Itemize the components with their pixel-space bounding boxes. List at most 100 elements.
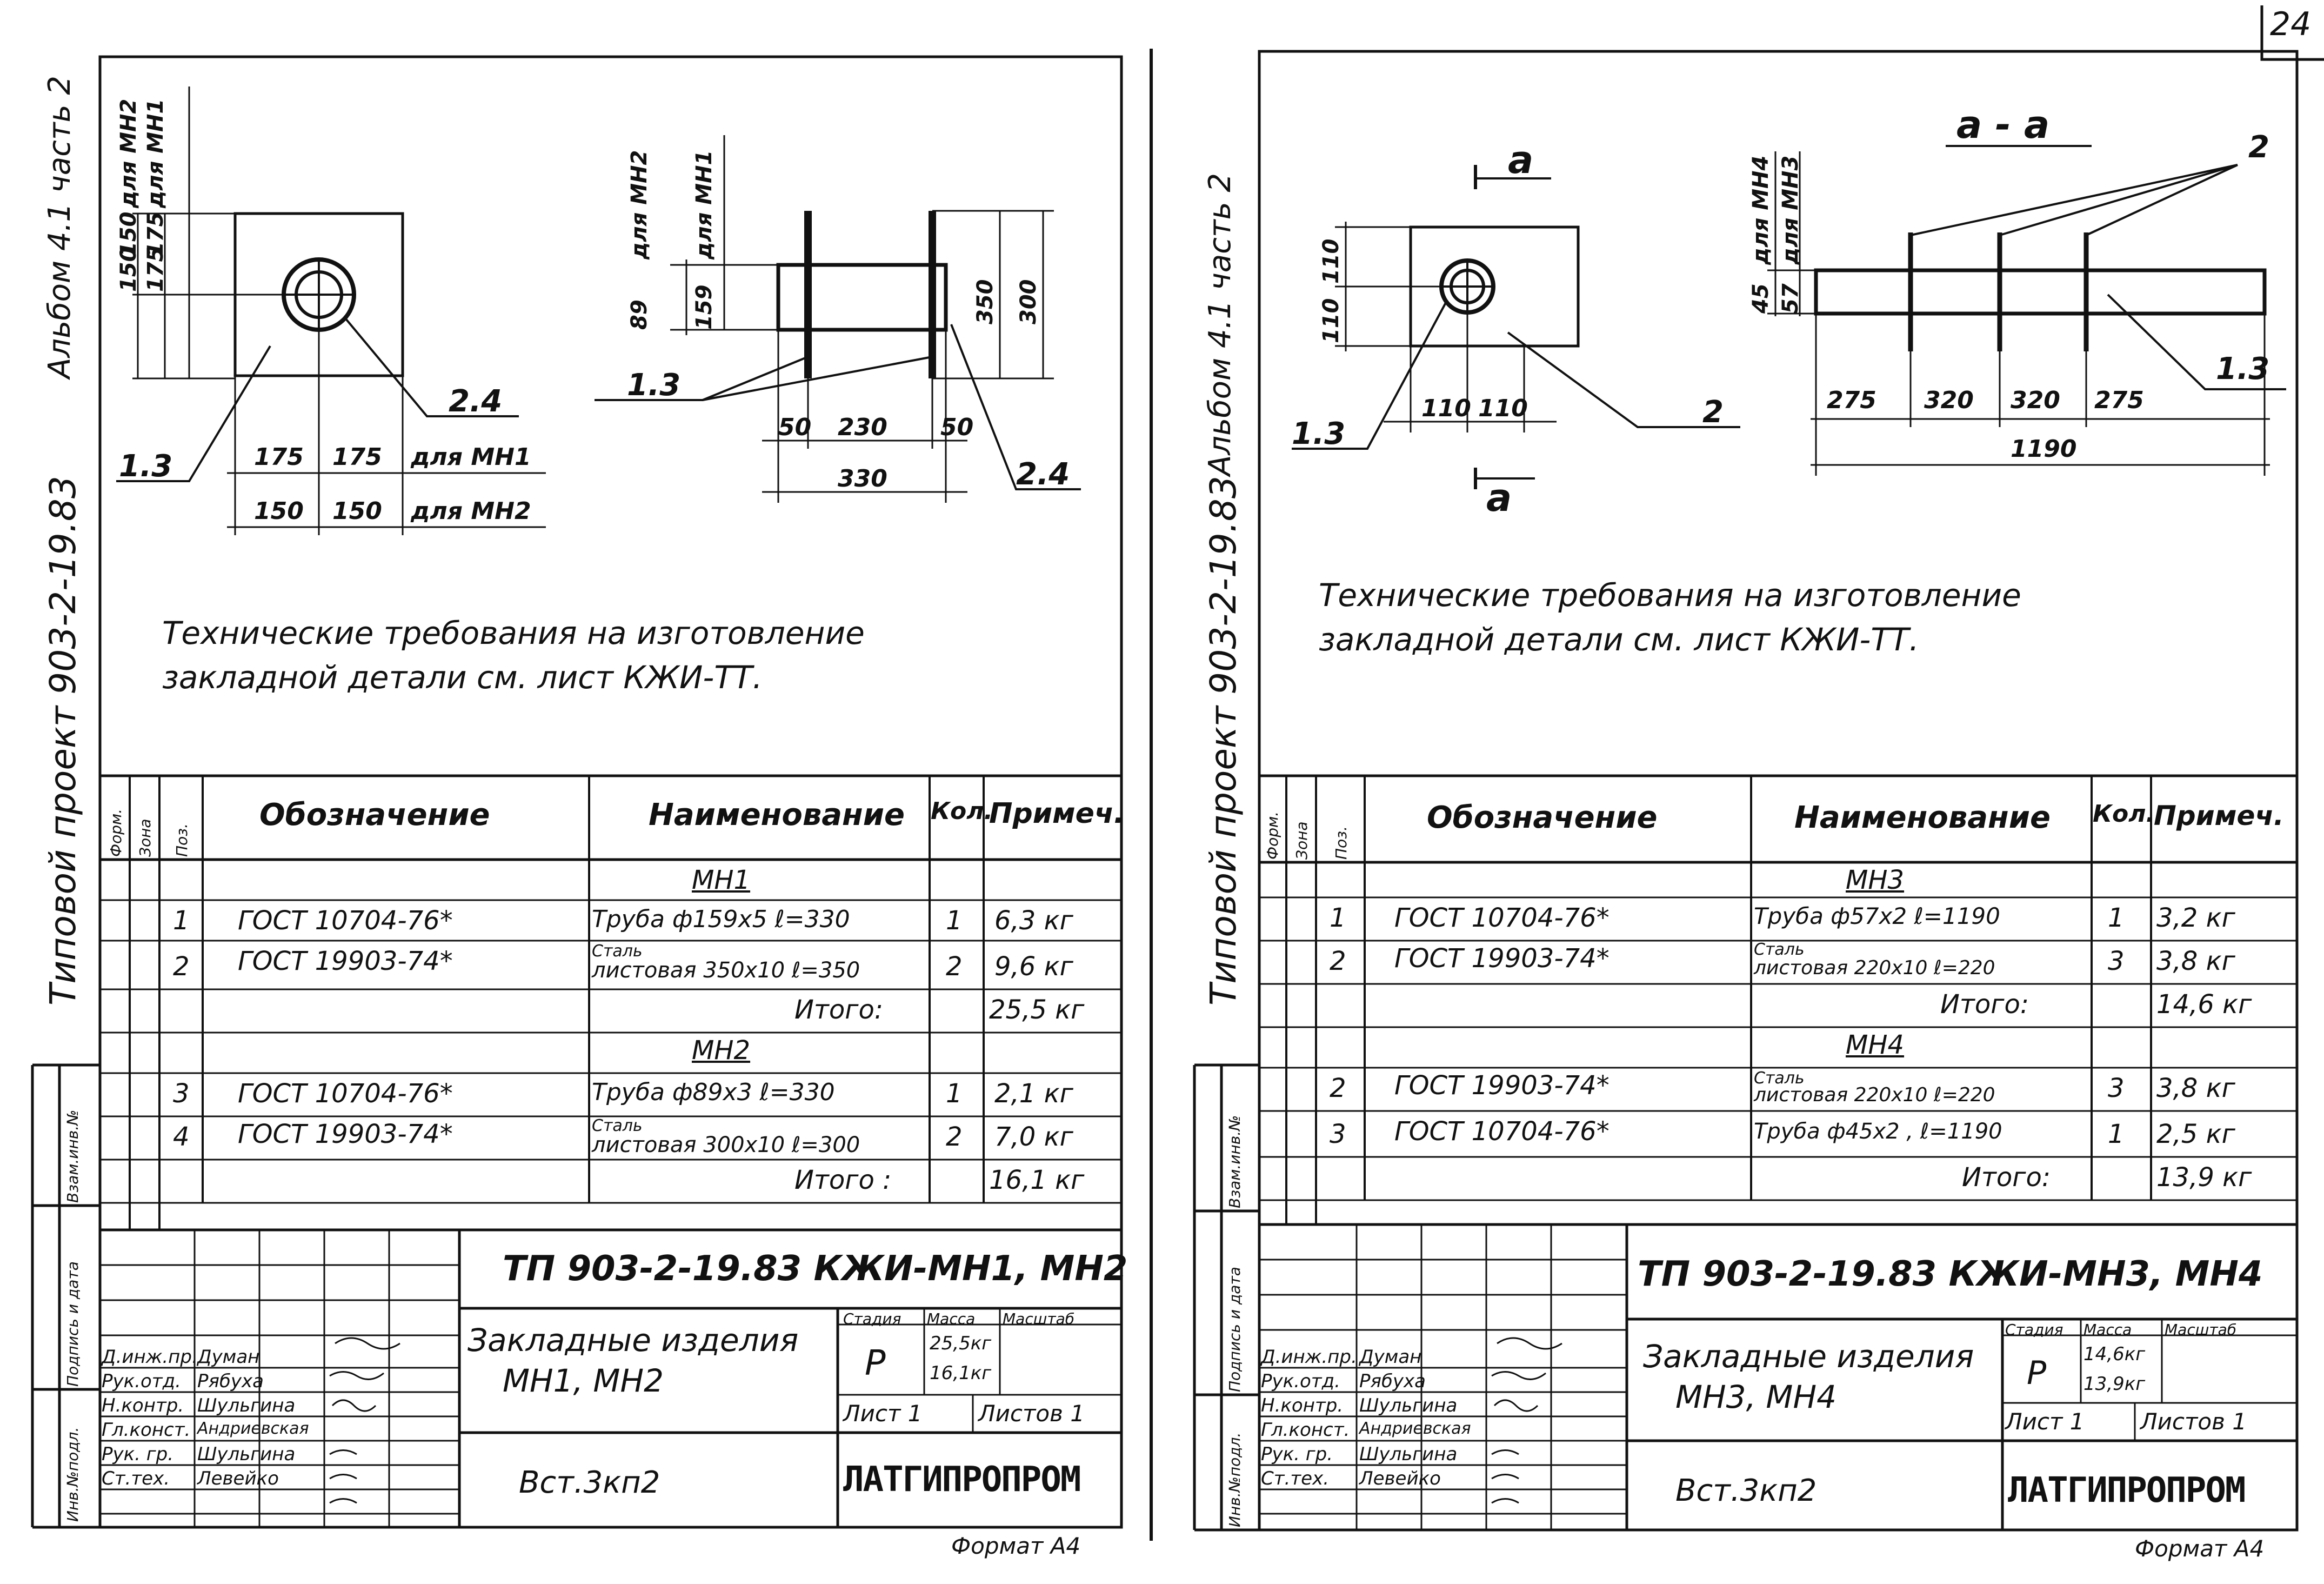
callout-1-3-b: 1.3 — [2216, 351, 2270, 387]
page-number: 24 — [2270, 5, 2312, 43]
dim-150-a: 150 — [254, 497, 304, 525]
dim-for-mn1: для МН1 — [411, 443, 531, 471]
tb-stage-label: Стадия — [2005, 1321, 2063, 1339]
dimv-for-mn1-b: для МН1 — [692, 150, 717, 259]
callout-2-4-b: 2.4 — [1016, 457, 1070, 492]
dim-1190: 1190 — [2011, 435, 2077, 463]
signer-role: Н.контр. — [102, 1395, 184, 1416]
th-zone: Зона — [1293, 821, 1311, 860]
row-code: ГОСТ 19903-74* — [238, 946, 453, 976]
dim-175-a: 175 — [254, 443, 304, 471]
signer-role: Д.инж.пр. — [102, 1346, 198, 1368]
row-note: 3,2 кг — [2156, 903, 2235, 933]
signer-role: Ст.тех. — [1261, 1468, 1330, 1489]
th-name: Наименование — [649, 797, 905, 833]
row-name-top: Сталь — [1754, 940, 1805, 959]
th-qty: Кол. — [931, 797, 993, 825]
th-form: Форм. — [107, 808, 125, 857]
signer-role: Н.контр. — [1261, 1395, 1344, 1416]
row-name: листовая 220x10 ℓ=220 — [1754, 1084, 1995, 1106]
signer-role: Рук.отд. — [1261, 1370, 1340, 1392]
row-note: 6,3 кг — [994, 906, 1073, 936]
title-block-material: Вст.3кп2 — [519, 1465, 660, 1500]
stamp-col-inv-orig: Инв.№подл. — [1226, 1432, 1244, 1527]
row-pos: 3 — [173, 1079, 190, 1109]
dim-50-a: 50 — [778, 414, 812, 441]
left-sheet-frame — [31, 55, 1123, 1529]
side-project-label: Типовой проект 903-2-19.83 — [1203, 476, 1244, 1006]
dim-150-b: 150 — [332, 497, 382, 525]
tb-organization: ЛАТГИПРОПРОМ — [2008, 1470, 2246, 1510]
group-title-mn3: МН3 — [1846, 865, 1905, 895]
row-note: 2,1 кг — [994, 1079, 1073, 1109]
tb-scale-label: Масштаб — [2165, 1321, 2237, 1339]
stamp-col-replace-inv: Взам.инв.№ — [1226, 1115, 1244, 1208]
callout-2-b: 2 — [2248, 130, 2269, 165]
dim-110-b: 110 — [1478, 395, 1528, 422]
dimv-for-mn4: для МН4 — [1748, 155, 1773, 265]
tb-organization: ЛАТГИПРОПРОМ — [843, 1460, 1081, 1500]
th-note: Примеч. — [989, 797, 1125, 830]
right-sheet-frame — [1193, 50, 2299, 1532]
stamp-col-sign-date: Подпись и дата — [1226, 1267, 1244, 1392]
signer-name: Шульгина — [197, 1443, 296, 1465]
row-code: ГОСТ 19903-74* — [1394, 943, 1610, 974]
total-mn2: 16,1 кг — [989, 1165, 1085, 1195]
tb-sheets: Листов 1 — [2140, 1408, 2247, 1435]
signer-name: Шульгина — [197, 1395, 296, 1416]
format-label: Формат А4 — [951, 1533, 1081, 1559]
tb-sheets: Листов 1 — [978, 1400, 1085, 1427]
dimv-for-mn3: для МН3 — [1778, 155, 1803, 265]
row-qty: 3 — [2108, 946, 2125, 976]
row-code: ГОСТ 19903-74* — [1394, 1070, 1610, 1101]
row-name: Труба ф159x5 ℓ=330 — [592, 906, 850, 933]
dim-230: 230 — [838, 414, 887, 441]
row-code: ГОСТ 10704-76* — [1394, 1116, 1610, 1147]
title-block-material: Вст.3кп2 — [1675, 1473, 1817, 1508]
callout-2: 2 — [1702, 395, 1724, 430]
tb-sheet: Лист 1 — [2005, 1408, 2085, 1435]
row-name-top: Сталь — [1754, 1069, 1805, 1088]
dimv-for-mn2-b: для МН2 — [627, 150, 652, 259]
dim-330: 330 — [838, 465, 887, 492]
row-pos: 1 — [173, 906, 190, 936]
row-note: 3,8 кг — [2156, 1073, 2235, 1103]
total-label-mn1: Итого: — [794, 995, 883, 1025]
signer-role: Рук.отд. — [102, 1370, 181, 1392]
row-code: ГОСТ 10704-76* — [238, 1079, 453, 1109]
tb-stage: Р — [2027, 1354, 2047, 1392]
tech-requirements: Технические требования на изготовление з… — [162, 615, 865, 696]
row-code: ГОСТ 10704-76* — [1394, 903, 1610, 933]
callout-2-4: 2.4 — [449, 384, 503, 419]
signer-name: Думан — [197, 1346, 260, 1368]
side-album-label: Альбом 4.1 часть 2 — [42, 75, 77, 378]
dimv-300: 300 — [1016, 279, 1041, 325]
signer-name: Левейко — [197, 1468, 279, 1489]
stamp-col-replace-inv: Взам.инв.№ — [64, 1109, 82, 1203]
row-pos: 2 — [1330, 1073, 1346, 1103]
dimv-159: 159 — [692, 284, 717, 330]
tb-mass-2: 13,9кг — [2083, 1373, 2146, 1395]
row-pos: 4 — [173, 1122, 190, 1152]
tb-stage-label: Стадия — [843, 1310, 901, 1328]
th-designation: Обозначение — [259, 797, 490, 833]
th-designation: Обозначение — [1427, 800, 1658, 835]
dimv-110-a: 110 — [1319, 298, 1344, 344]
dim-275-b: 275 — [2094, 387, 2144, 414]
tb-scale-label: Масштаб — [1003, 1310, 1075, 1328]
dimv-89: 89 — [627, 300, 652, 330]
row-note: 7,0 кг — [994, 1122, 1073, 1152]
signer-role: Гл.конст. — [1261, 1419, 1350, 1441]
dimv-57: 57 — [1778, 283, 1803, 314]
tb-mass-1: 25,5кг — [930, 1333, 992, 1354]
left-sheet: Альбом 4.1 часть 2 Типовой проект 903-2-… — [0, 0, 1151, 1584]
row-code: ГОСТ 10704-76* — [238, 906, 453, 936]
row-code: ГОСТ 19903-74* — [238, 1119, 453, 1149]
signer-name: Левейко — [1359, 1468, 1441, 1489]
title-block-name-2: МН1, МН2 — [503, 1362, 664, 1399]
row-qty: 2 — [946, 951, 963, 982]
dimv-175-b: 175 — [143, 211, 168, 257]
callout-1-3: 1.3 — [119, 449, 173, 484]
th-qty: Кол. — [2093, 800, 2155, 828]
